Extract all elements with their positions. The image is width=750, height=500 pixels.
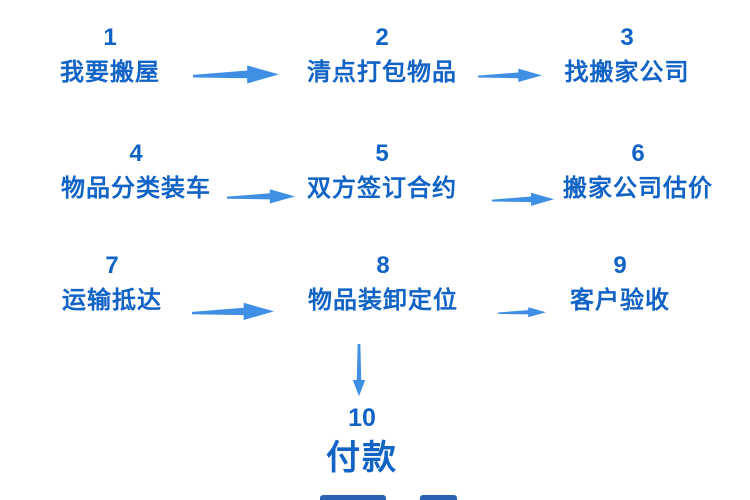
- step-6-number: 6: [631, 140, 645, 167]
- arrow-right-icon: [478, 68, 542, 83]
- step-4-label: 物品分类装车: [61, 175, 211, 202]
- step-6-label: 搬家公司估价: [563, 175, 713, 202]
- step-7-number: 7: [105, 252, 119, 279]
- step-8-number: 8: [376, 252, 390, 279]
- step-7: 7 运输抵达: [62, 254, 162, 314]
- step-1-number: 1: [103, 24, 117, 51]
- step-10-label: 付款: [326, 439, 398, 477]
- arrow-right-icon: [498, 307, 546, 318]
- step-1-label: 我要搬屋: [60, 59, 160, 86]
- cutoff-shape: [320, 495, 386, 500]
- arrow-right-icon: [192, 302, 274, 321]
- step-3: 3 找搬家公司: [565, 26, 690, 86]
- step-3-label: 找搬家公司: [564, 59, 690, 86]
- step-6: 6 搬家公司估价: [563, 142, 713, 202]
- step-5-number: 5: [375, 140, 389, 167]
- arrow-right-icon: [193, 65, 279, 84]
- step-7-label: 运输抵达: [62, 287, 162, 314]
- step-8-label: 物品装卸定位: [308, 287, 458, 314]
- step-10-number: 10: [348, 404, 376, 432]
- step-9-label: 客户验收: [570, 287, 670, 314]
- arrow-down-icon: [352, 344, 366, 397]
- step-5: 5 双方签订合约: [307, 142, 457, 202]
- arrow-right-icon: [227, 189, 295, 204]
- step-2: 2 清点打包物品: [307, 26, 457, 86]
- step-9: 9 客户验收: [570, 254, 670, 314]
- arrow-right-icon: [492, 192, 554, 206]
- step-1: 1 我要搬屋: [60, 26, 160, 86]
- step-2-label: 清点打包物品: [307, 59, 457, 86]
- cutoff-shape: [420, 495, 457, 500]
- step-8: 8 物品装卸定位: [308, 254, 458, 314]
- step-4-number: 4: [129, 140, 143, 167]
- step-9-number: 9: [613, 252, 627, 279]
- step-10: 10 付款: [326, 406, 398, 477]
- step-3-number: 3: [620, 24, 634, 51]
- step-4: 4 物品分类装车: [61, 142, 211, 202]
- step-5-label: 双方签订合约: [307, 175, 457, 202]
- step-2-number: 2: [375, 24, 389, 51]
